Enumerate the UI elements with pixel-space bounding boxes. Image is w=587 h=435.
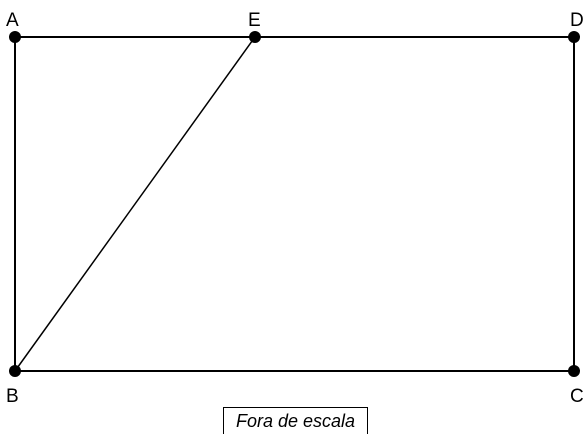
point-e: [249, 31, 261, 43]
point-d: [568, 31, 580, 43]
segment-be: [14, 36, 256, 372]
label-e: E: [248, 10, 261, 31]
label-b: B: [6, 386, 19, 407]
label-d: D: [570, 10, 584, 31]
point-c: [568, 365, 580, 377]
label-a: A: [6, 10, 19, 31]
point-b: [9, 365, 21, 377]
scale-note: Fora de escala: [223, 407, 368, 434]
point-a: [9, 31, 21, 43]
label-c: C: [570, 386, 584, 407]
